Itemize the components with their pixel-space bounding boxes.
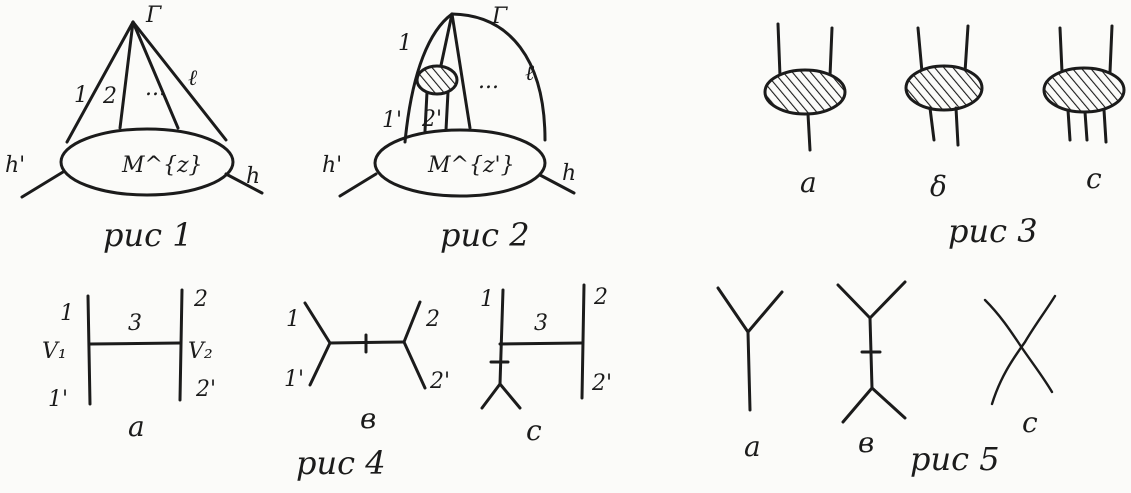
fig1-dots: ... (145, 76, 166, 101)
fig4-caption: рис 4 (296, 444, 386, 482)
fig5-b-sub-label: в (858, 426, 874, 459)
figure-3: a δ c рис 3 (763, 22, 1126, 250)
fig4-a-label-v1: V₁ (42, 339, 67, 364)
fig2-label-1-prime: 1' (382, 108, 402, 133)
figure-2: Γ 1 1' 2' ... ℓ h' h M^{z'} рис 2 (322, 4, 576, 254)
fig5-a-sub-label: a (744, 430, 761, 463)
fig4-b-label-2: 2 (425, 307, 440, 332)
fig4-a-label-1: 1 (60, 301, 74, 326)
fig5-part-c: c (983, 294, 1057, 439)
fig3-part-a: a (763, 22, 847, 199)
fig4-b-label-2-prime: 2' (429, 369, 450, 394)
fig2-gamma: Γ (491, 4, 508, 29)
fig4-c-label-2: 2 (593, 285, 608, 310)
fig2-small-blob (415, 64, 459, 96)
fig2-fan-lines (403, 12, 547, 144)
fig4-c-label-1: 1 (480, 287, 494, 312)
fig5-caption: рис 5 (910, 440, 1000, 478)
fig2-h: h (562, 161, 576, 186)
fig1-caption: рис 1 (103, 216, 193, 254)
fig4-part-b: 1 1' 2 2' в (284, 300, 450, 435)
fig3-part-b: δ (904, 24, 984, 203)
figure-1: Γ 1 2 ... ℓ h' h M^{z} рис 1 (5, 3, 264, 254)
fig4-a-label-3: 3 (128, 311, 142, 336)
fig4-c-sub-label: c (526, 414, 542, 447)
fig4-a-sub-label: a (128, 410, 145, 443)
fig2-leg-left (338, 172, 378, 198)
fig2-dots: ... (478, 69, 499, 94)
fig4-part-c: 1 3 2 2' c (480, 283, 612, 447)
fig4-b-label-1-prime: 1' (284, 367, 304, 392)
fig2-ell: ℓ (525, 61, 535, 86)
fig5-part-b: в (836, 280, 907, 459)
fig2-blob (373, 128, 547, 198)
fig4-a-label-2: 2 (193, 287, 208, 312)
fig4-part-a: 1 V₁ 1' 3 2 V₂ 2' a (42, 287, 216, 443)
figure-4: 1 V₁ 1' 3 2 V₂ 2' a 1 1' 2 2' в (42, 283, 612, 482)
fig1-label-2: 2 (102, 84, 117, 109)
fig3-part-c: c (1042, 24, 1126, 195)
fig2-h-prime: h' (322, 153, 342, 178)
fig1-blob-label: M^{z} (121, 153, 203, 178)
figure-5: a в c рис 5 (716, 280, 1057, 478)
fig5-part-a: a (716, 286, 784, 463)
fig5-c-sub-label: c (1022, 406, 1038, 439)
fig3-part-a-label: a (800, 166, 817, 199)
fig3-part-b-label: δ (930, 170, 947, 203)
fig1-gamma: Γ (145, 3, 162, 28)
fig4-a-label-v2: V₂ (188, 339, 213, 364)
fig4-c-label-3: 3 (534, 311, 548, 336)
fig4-b-label-1: 1 (286, 307, 300, 332)
fig4-c-label-2-prime: 2' (591, 371, 612, 396)
fig3-caption: рис 3 (948, 212, 1038, 250)
fig1-h: h (246, 164, 260, 189)
fig1-blob (59, 127, 235, 197)
fig1-label-1: 1 (74, 83, 88, 108)
fig2-label-2-prime: 2' (421, 107, 442, 132)
fig2-leg-right (538, 173, 576, 195)
fig2-caption: рис 2 (440, 216, 530, 254)
fig2-label-1: 1 (398, 31, 412, 56)
fig1-fan-lines (65, 20, 228, 144)
fig2-blob-label: M^{z'} (427, 153, 515, 178)
fig4-a-label-1-prime: 1' (48, 387, 68, 412)
fig1-h-prime: h' (5, 153, 25, 178)
fig3-part-c-label: c (1086, 162, 1102, 195)
fig1-ell: ℓ (188, 66, 198, 91)
fig1-leg-left (20, 170, 65, 199)
fig1-leg-right (224, 172, 264, 195)
fig4-b-sub-label: в (360, 402, 376, 435)
fig4-a-label-2-prime: 2' (195, 377, 216, 402)
